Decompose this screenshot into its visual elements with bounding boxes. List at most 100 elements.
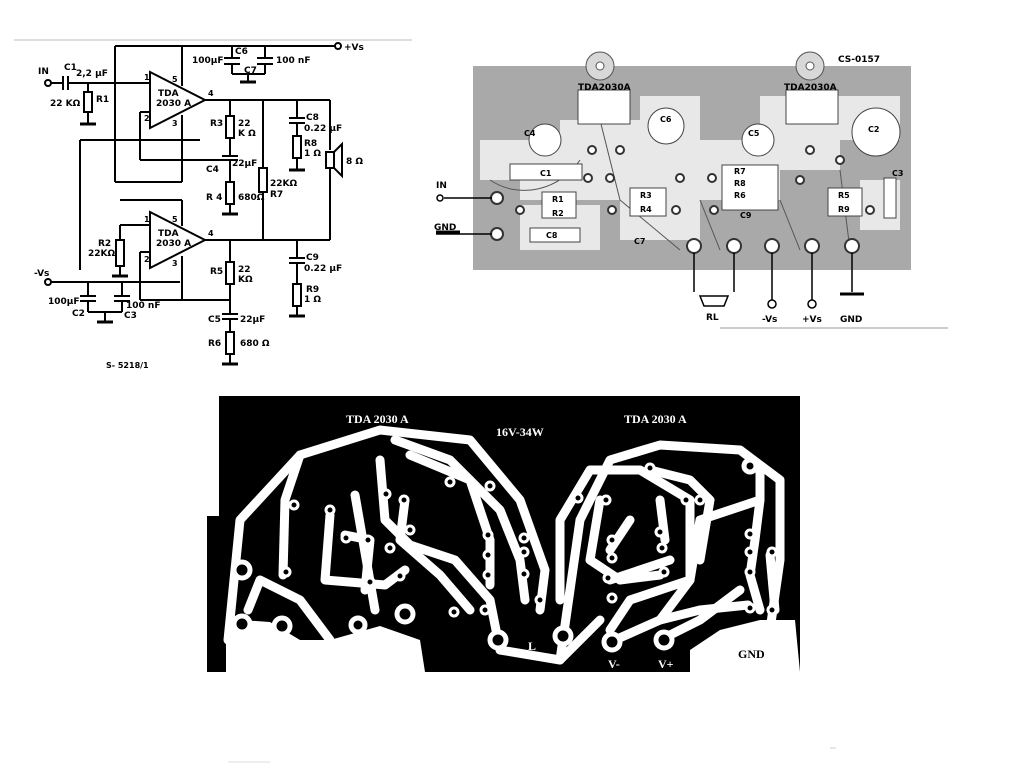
ic1-pin3: 3 [172, 119, 178, 128]
ic2-pin1: 1 [144, 215, 150, 224]
copper-ic-right: TDA 2030 A [624, 412, 687, 426]
ic1-pin5: 5 [172, 75, 178, 84]
ic1-pin1: 1 [144, 73, 150, 82]
r2-value: 22KΩ [88, 249, 115, 259]
layout-r4: R4 [640, 205, 652, 214]
r5-label: R5 [210, 267, 223, 277]
r7-label: R7 [270, 190, 283, 200]
copper-pcb-labels: TDA 2030 A TDA 2030 A 16V-34W t d a 1 5 … [219, 409, 765, 671]
layout-c6: C6 [660, 115, 672, 124]
vertical-id-char: 5 [219, 471, 223, 480]
r8-value: 1 Ω [304, 149, 321, 159]
r5-value-b: KΩ [238, 275, 253, 285]
r3-value-b: K Ω [238, 129, 256, 139]
vs-positive-label: +Vs [344, 43, 364, 53]
ic2-label-a: TDA [158, 229, 179, 239]
c1-label: C1 [64, 63, 77, 73]
r5-value-a: 22 [238, 265, 251, 275]
r3-label: R3 [210, 119, 223, 129]
copper-l-label: L [528, 639, 536, 653]
vertical-id-char: a [219, 437, 223, 446]
r6-label: R6 [208, 339, 221, 349]
vertical-id-char: t [219, 409, 222, 418]
c8-value: 0.22 µF [304, 124, 342, 134]
schematic-diagram [14, 39, 412, 366]
layout-ic-right: TDA2030A [784, 83, 837, 93]
r9-value: 1 Ω [304, 295, 321, 305]
layout-c1: C1 [540, 169, 552, 178]
vs-negative-label: -Vs [34, 269, 49, 279]
layout-rl-label: RL [706, 313, 719, 323]
copper-v-minus-label: V- [608, 657, 620, 671]
r3-value-a: 22 [238, 119, 251, 129]
layout-gnd-label: GND [434, 223, 456, 233]
layout-c2: C2 [868, 125, 879, 134]
r2-label: R2 [98, 239, 111, 249]
r1-value: 22 KΩ [50, 99, 81, 109]
component-layout-pcb: CS-0157 TDA2030A TDA2030A IN GND C4 C1 R… [434, 51, 948, 329]
ic2-pin3: 3 [172, 259, 178, 268]
layout-code: CS-0157 [838, 55, 880, 65]
c5-label: C5 [208, 315, 221, 325]
r4-value: 680Ω [238, 193, 265, 203]
layout-r7: R7 [734, 167, 746, 176]
layout-r1: R1 [552, 195, 564, 204]
copper-spec: 16V-34W [496, 425, 544, 439]
ic1-pin4: 4 [208, 89, 214, 98]
layout-r2: R2 [552, 209, 564, 218]
schematic-labels: IN +Vs -Vs TDA 2030 A TDA 2030 A 1 2 3 4… [34, 43, 364, 370]
layout-r6: R6 [734, 191, 746, 200]
vertical-id-char: 4 [219, 481, 223, 490]
ic1-pin2: 2 [144, 114, 150, 123]
c4-value: 22µF [232, 159, 257, 169]
vertical-id-char: q [219, 495, 223, 504]
c2-value: 100µF [48, 297, 80, 307]
c6-value: 100µF [192, 56, 224, 66]
r4-label: R 4 [206, 193, 222, 203]
vertical-id-char: 1 [219, 451, 223, 460]
c3-label: C3 [124, 311, 137, 321]
layout-neg-vs-label: -Vs [762, 315, 777, 325]
layout-gnd-bottom-label: GND [840, 315, 862, 325]
copper-gnd-label: GND [738, 647, 765, 661]
layout-r5: R5 [838, 191, 850, 200]
r1-label: R1 [96, 95, 109, 105]
copper-vertical-id: t d a 1 5 5 4 q [219, 409, 223, 504]
c9-value: 0.22 µF [304, 264, 342, 274]
layout-c7: C7 [634, 237, 645, 246]
layout-r3: R3 [640, 191, 652, 200]
in-label: IN [38, 67, 49, 77]
copper-ic-left: TDA 2030 A [346, 412, 409, 426]
ic1-label-a: TDA [158, 89, 179, 99]
ic2-pin4: 4 [208, 229, 214, 238]
r9-label: R9 [306, 285, 319, 295]
layout-pos-vs-label: +Vs [802, 315, 822, 325]
layout-ic-left: TDA2030A [578, 83, 631, 93]
ic2-pin5: 5 [172, 215, 178, 224]
c8-label: C8 [306, 113, 319, 123]
layout-in-label: IN [436, 181, 447, 191]
layout-r8: R8 [734, 179, 746, 188]
c5-value: 22µF [240, 315, 265, 325]
copper-pcb: TDA 2030 A TDA 2030 A 16V-34W t d a 1 5 … [207, 396, 800, 672]
layout-c4: C4 [524, 129, 536, 138]
vertical-id-char: 5 [219, 461, 223, 470]
c2-label: C2 [72, 309, 85, 319]
copper-v-plus-label: V+ [658, 657, 674, 671]
r8-label: R8 [304, 139, 317, 149]
c6-label: C6 [235, 47, 248, 57]
c4-label: C4 [206, 165, 219, 175]
ic2-label-b: 2030 A [156, 239, 191, 249]
c3-value: 100 nF [126, 301, 160, 311]
layout-r9: R9 [838, 205, 850, 214]
speaker-label: 8 Ω [346, 157, 363, 167]
c7-label: C7 [244, 66, 257, 76]
layout-c8: C8 [546, 231, 558, 240]
r7-value: 22KΩ [270, 179, 297, 189]
c7-value: 100 nF [276, 56, 310, 66]
layout-c9: C9 [740, 211, 752, 220]
r6-value: 680 Ω [240, 339, 270, 349]
vertical-id-char: d [219, 423, 223, 432]
layout-c5: C5 [748, 129, 760, 138]
